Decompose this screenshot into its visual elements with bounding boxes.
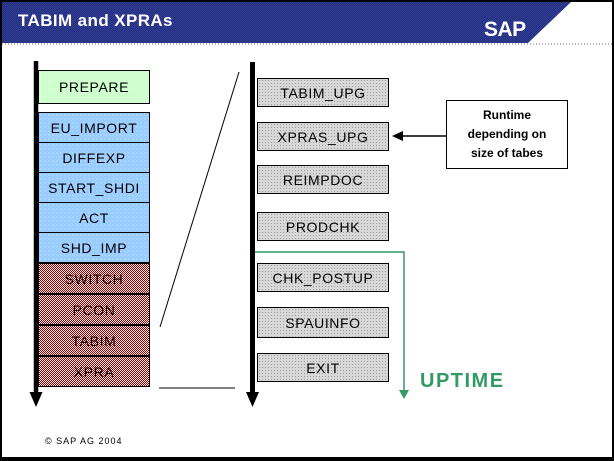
step-label: START_SHDI bbox=[48, 179, 140, 196]
uptime-label: UPTIME bbox=[420, 370, 505, 392]
step-switch: SWITCH bbox=[38, 263, 150, 294]
step-shd-imp: SHD_IMP bbox=[38, 232, 150, 263]
step-label: EXIT bbox=[306, 359, 340, 376]
step-eu-import: EU_IMPORT bbox=[38, 112, 150, 143]
downtime-axis-arrowhead bbox=[29, 392, 43, 407]
step-label: XPRAS_UPG bbox=[277, 128, 369, 145]
annotation-line: Runtime bbox=[483, 108, 531, 122]
runtime-annotation-box: Runtime depending on size of tabes bbox=[446, 100, 568, 169]
sap-logo: SAP bbox=[484, 18, 526, 41]
header-bar bbox=[2, 2, 612, 43]
page-title: TABIM and XPRAs bbox=[18, 11, 173, 30]
header-underline bbox=[2, 43, 612, 45]
step-tabim-upg: TABIM_UPG bbox=[257, 78, 389, 107]
annotation-arrowhead bbox=[392, 131, 403, 141]
step-pcon: PCON bbox=[38, 294, 150, 325]
annotation-line: size of tabes bbox=[470, 146, 544, 160]
step-prepare: PREPARE bbox=[38, 70, 150, 104]
step-label: TABIM bbox=[71, 332, 117, 349]
step-label: PCON bbox=[72, 301, 116, 318]
step-label: PRODCHK bbox=[285, 218, 361, 235]
step-label: REIMPDOC bbox=[282, 171, 364, 188]
step-exit: EXIT bbox=[257, 353, 389, 382]
step-label: SWITCH bbox=[64, 270, 124, 287]
step-label: TABIM_UPG bbox=[280, 84, 366, 101]
step-label: SHD_IMP bbox=[60, 239, 128, 256]
uptime-axis-arrowhead bbox=[246, 392, 259, 407]
annotation-line: depending on bbox=[467, 127, 547, 141]
step-label: CHK_POSTUP bbox=[272, 269, 374, 286]
step-prodchk: PRODCHK bbox=[257, 212, 389, 241]
step-diffexp: DIFFEXP bbox=[38, 142, 150, 173]
step-label: EU_IMPORT bbox=[50, 119, 138, 136]
step-xpras-upg: XPRAS_UPG bbox=[257, 122, 389, 151]
step-tabim: TABIM bbox=[38, 325, 150, 356]
expansion-diagonal-line bbox=[159, 71, 240, 328]
step-reimpdoc: REIMPDOC bbox=[257, 165, 389, 194]
uptime-bracket-arrowhead bbox=[399, 390, 409, 399]
step-act: ACT bbox=[38, 202, 150, 233]
step-label: XPRA bbox=[73, 363, 115, 380]
step-chk-postup: CHK_POSTUP bbox=[257, 263, 389, 292]
step-label: ACT bbox=[79, 209, 109, 226]
step-label: SPAUINFO bbox=[285, 314, 361, 331]
step-label: DIFFEXP bbox=[62, 149, 126, 166]
step-label: PREPARE bbox=[58, 79, 130, 95]
footer-copyright: © SAP AG 2004 bbox=[45, 436, 123, 446]
step-spauinfo: SPAUINFO bbox=[257, 307, 389, 338]
step-xpra: XPRA bbox=[38, 356, 150, 387]
uptime-bracket-line bbox=[255, 251, 405, 390]
step-start-shdi: START_SHDI bbox=[38, 172, 150, 203]
